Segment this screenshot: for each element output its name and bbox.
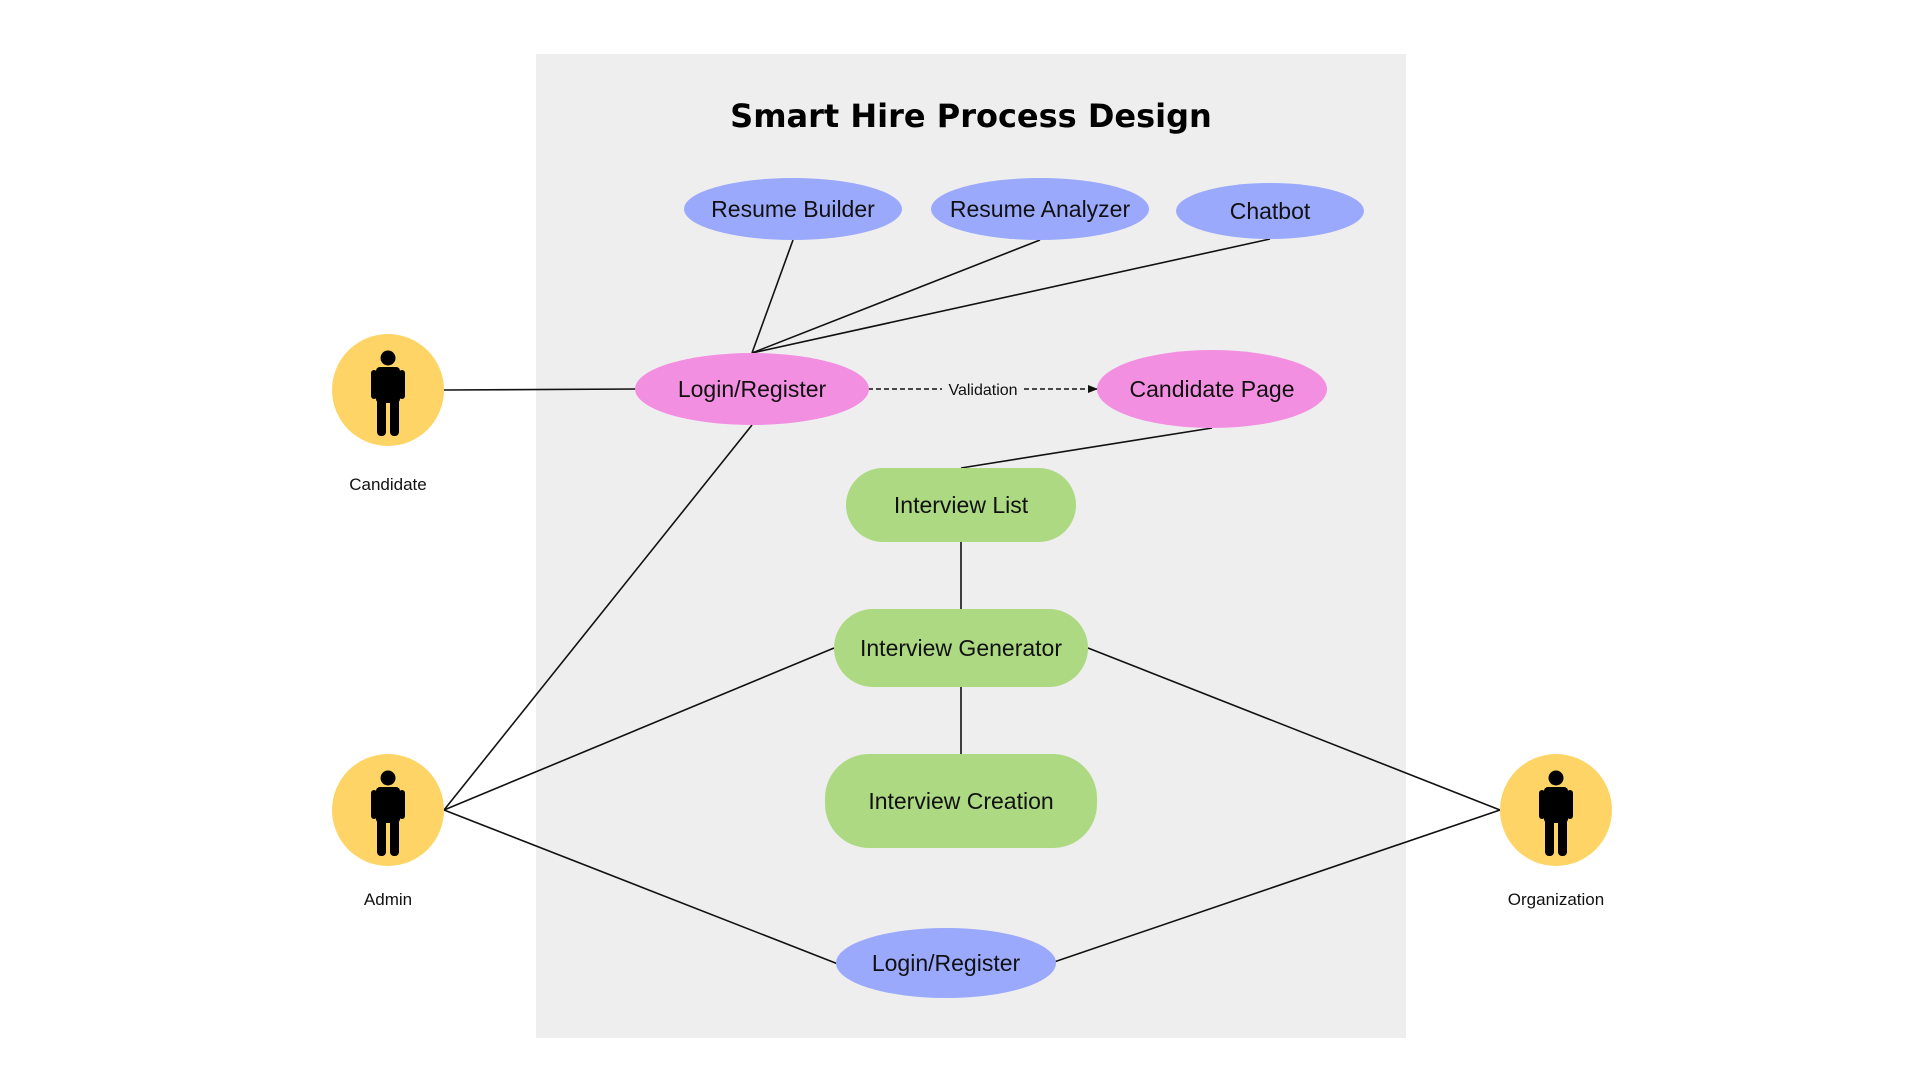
actor-organization-label: Organization: [1508, 890, 1604, 909]
use-case-login-register-candidate[interactable]: Login/Register: [635, 353, 869, 425]
diagram-title: Smart Hire Process Design: [730, 97, 1212, 135]
validation-label: Validation: [948, 382, 1017, 399]
resume-analyzer-label: Resume Analyzer: [950, 196, 1131, 222]
edge-candidate-login: [443, 388, 637, 391]
login-register-candidate-label: Login/Register: [678, 376, 827, 402]
actor-candidate-label: Candidate: [349, 475, 427, 494]
chatbot-label: Chatbot: [1230, 198, 1311, 224]
edge-login-resume-analyzer: [751, 239, 1041, 354]
use-case-candidate-page[interactable]: Candidate Page: [1097, 350, 1327, 428]
edge-candidate-page-interview-list: [960, 427, 1213, 469]
use-case-interview-creation[interactable]: Interview Creation: [825, 754, 1097, 848]
candidate-page-label: Candidate Page: [1130, 376, 1295, 402]
interview-generator-label: Interview Generator: [860, 635, 1062, 661]
use-case-resume-analyzer[interactable]: Resume Analyzer: [931, 178, 1149, 240]
use-case-chatbot[interactable]: Chatbot: [1176, 183, 1364, 239]
actor-candidate[interactable]: Candidate: [332, 334, 444, 494]
use-case-interview-list[interactable]: Interview List: [846, 468, 1076, 542]
connectors: [443, 238, 1501, 965]
interview-creation-label: Interview Creation: [868, 788, 1053, 814]
interview-list-label: Interview List: [894, 492, 1029, 518]
actor-admin[interactable]: Admin: [332, 754, 444, 909]
resume-builder-label: Resume Builder: [711, 196, 875, 222]
edge-generator-organization: [1087, 647, 1501, 811]
edge-admin-login-org: [443, 809, 839, 965]
edge-login-org-organization: [1053, 809, 1501, 963]
login-register-organization-label: Login/Register: [872, 950, 1021, 976]
use-case-resume-builder[interactable]: Resume Builder: [684, 178, 902, 240]
use-case-interview-generator[interactable]: Interview Generator: [834, 609, 1088, 687]
actor-organization[interactable]: Organization: [1500, 754, 1612, 909]
edge-login-admin: [443, 424, 753, 811]
edge-login-resume-builder: [751, 239, 794, 354]
use-case-login-register-organization[interactable]: Login/Register: [836, 928, 1056, 998]
edge-login-chatbot: [751, 238, 1271, 354]
actor-admin-label: Admin: [364, 890, 412, 909]
edge-admin-generator: [443, 647, 835, 811]
